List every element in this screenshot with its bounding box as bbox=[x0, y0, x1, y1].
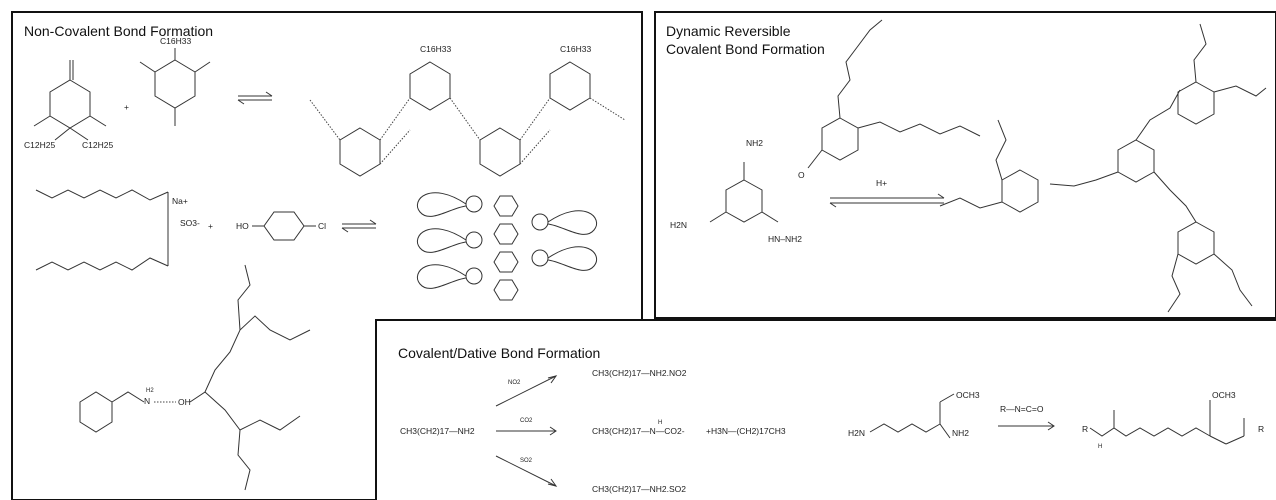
triaminopyrimidine-molecule: C16H33 bbox=[139, 36, 211, 126]
aldehyde-oxygen-label: O bbox=[798, 170, 805, 180]
covalent-panel-title: Covalent/Dative Bond Formation bbox=[398, 345, 600, 361]
noncovalent-panel-title: Non-Covalent Bond Formation bbox=[24, 23, 213, 39]
carbon-dioxide-label: CO2 bbox=[520, 418, 533, 424]
barbiturate-molecule: C12H25 C12H25 bbox=[24, 60, 113, 150]
amine-reaction-scheme: CH3(CH2)17—NH2 NO2 CO2 SO2 CH3(CH2)17—NH… bbox=[400, 368, 786, 494]
c16h33-label: C16H33 bbox=[160, 36, 191, 46]
trihydrazide-molecule: NH2 H2N HN–NH2 bbox=[670, 138, 802, 244]
isocyanate-label: R—N=C=O bbox=[1000, 404, 1044, 414]
bis-urea-product: R OCH3 R H bbox=[1082, 390, 1264, 450]
equilibrium-arrow: H+ bbox=[829, 178, 945, 208]
hydrogen-bonded-tape: C16H33 C16H33 bbox=[309, 44, 626, 177]
dynamic-panel-frame bbox=[654, 11, 1276, 319]
peptide-phenethylamine-complex: N H2 OH bbox=[79, 264, 311, 491]
covalent-panel-frame bbox=[375, 319, 1276, 500]
c12h25-label: C12H25 bbox=[24, 140, 55, 150]
ammonium-label: +H3N—(CH2)17CH3 bbox=[706, 426, 786, 436]
micelle-cartoon bbox=[416, 192, 598, 301]
octadecylamine-label: CH3(CH2)17—NH2 bbox=[400, 426, 475, 436]
surfactant-molecule: Na+ SO3- bbox=[35, 189, 200, 271]
nitrogen-dioxide-adduct-label: CH3(CH2)17—NH2.NO2 bbox=[592, 368, 687, 378]
hydroxyl-label: HO bbox=[236, 221, 249, 231]
amine-label: N bbox=[144, 396, 150, 406]
plus-sign: + bbox=[124, 102, 129, 112]
carbamate-label: CH3(CH2)17—N—CO2- bbox=[592, 426, 685, 436]
nitrogen-dioxide-label: NO2 bbox=[508, 380, 521, 386]
amino-label: H2N bbox=[670, 220, 687, 230]
r-group-label: R bbox=[1258, 424, 1264, 434]
carbamate-h-label: H bbox=[658, 420, 662, 426]
acylhydrazone-product bbox=[939, 23, 1267, 313]
acid-catalyst-label: H+ bbox=[876, 178, 887, 188]
lysine-ester-molecule: H2N NH2 OCH3 bbox=[848, 390, 980, 439]
amine-h2-label: H2 bbox=[146, 388, 154, 394]
dynamic-panel-title-line2: Covalent Bond Formation bbox=[666, 41, 825, 57]
benzaldehyde-molecule: O bbox=[798, 19, 981, 180]
equilibrium-arrow bbox=[237, 91, 273, 105]
sulfur-dioxide-label: SO2 bbox=[520, 458, 533, 464]
sodium-ion-label: Na+ bbox=[172, 196, 188, 206]
c16h33-label: C16H33 bbox=[420, 44, 451, 54]
c16h33-label: C16H33 bbox=[560, 44, 591, 54]
hydrazide-label: HN–NH2 bbox=[768, 234, 802, 244]
nh-label: H bbox=[1098, 444, 1102, 450]
plus-sign: + bbox=[208, 221, 213, 231]
amino-label: H2N bbox=[848, 428, 865, 438]
r-group-label: R bbox=[1082, 424, 1088, 434]
chlorophenol-molecule: HO Cl bbox=[236, 211, 326, 241]
chloro-label: Cl bbox=[318, 221, 326, 231]
isocyanate-arrow: R—N=C=O bbox=[998, 404, 1055, 431]
sulfonate-label: SO3- bbox=[180, 218, 200, 228]
sulfur-dioxide-adduct-label: CH3(CH2)17—NH2.SO2 bbox=[592, 484, 686, 494]
equilibrium-arrow bbox=[341, 219, 377, 233]
amino-label: NH2 bbox=[952, 428, 969, 438]
amino-label: NH2 bbox=[746, 138, 763, 148]
methoxy-label: OCH3 bbox=[956, 390, 980, 400]
dynamic-panel-title-line1: Dynamic Reversible bbox=[666, 23, 791, 39]
hydroxyl-label: OH bbox=[178, 397, 191, 407]
c12h25-label: C12H25 bbox=[82, 140, 113, 150]
methoxy-label: OCH3 bbox=[1212, 390, 1236, 400]
